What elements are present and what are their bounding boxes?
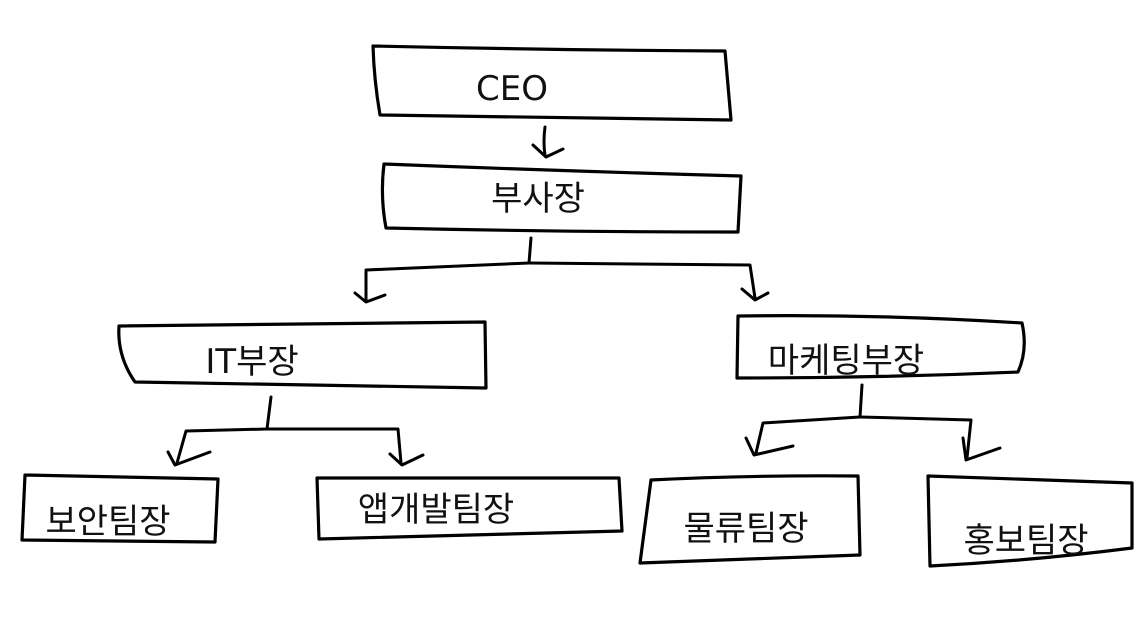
node-label-app-dev-lead: 앱개발팀장 bbox=[358, 490, 514, 530]
node-label-it-director: IT부장 bbox=[205, 342, 298, 382]
node-label-vice-president: 부사장 bbox=[491, 179, 585, 219]
node-security-lead: 보안팀장 bbox=[20, 473, 220, 544]
node-label-security-lead: 보안팀장 bbox=[45, 502, 170, 542]
node-label-pr-lead: 홍보팀장 bbox=[963, 521, 1088, 561]
node-logistics-lead: 물류팀장 bbox=[638, 474, 862, 565]
node-label-marketing-director: 마케팅부장 bbox=[768, 341, 924, 381]
node-vice-president: 부사장 bbox=[380, 162, 743, 234]
edge-ceo-to-vice-president bbox=[531, 125, 565, 159]
node-ceo: CEO bbox=[371, 44, 733, 122]
node-label-logistics-lead: 물류팀장 bbox=[683, 509, 808, 549]
edge-marketing-director-to-logistics-lead bbox=[744, 383, 864, 457]
node-it-director: IT부장 bbox=[117, 320, 488, 390]
edge-vice-president-to-it-director bbox=[353, 236, 533, 304]
edge-it-director-to-app-dev-lead bbox=[265, 427, 425, 467]
node-app-dev-lead: 앱개발팀장 bbox=[315, 476, 624, 541]
node-marketing-director: 마케팅부장 bbox=[735, 314, 1026, 381]
edge-marketing-director-to-pr-lead bbox=[858, 415, 1002, 462]
node-pr-lead: 홍보팀장 bbox=[926, 474, 1134, 568]
node-label-ceo: CEO bbox=[476, 69, 548, 109]
edge-vice-president-to-marketing-director bbox=[527, 261, 770, 302]
edge-it-director-to-security-lead bbox=[166, 395, 273, 467]
